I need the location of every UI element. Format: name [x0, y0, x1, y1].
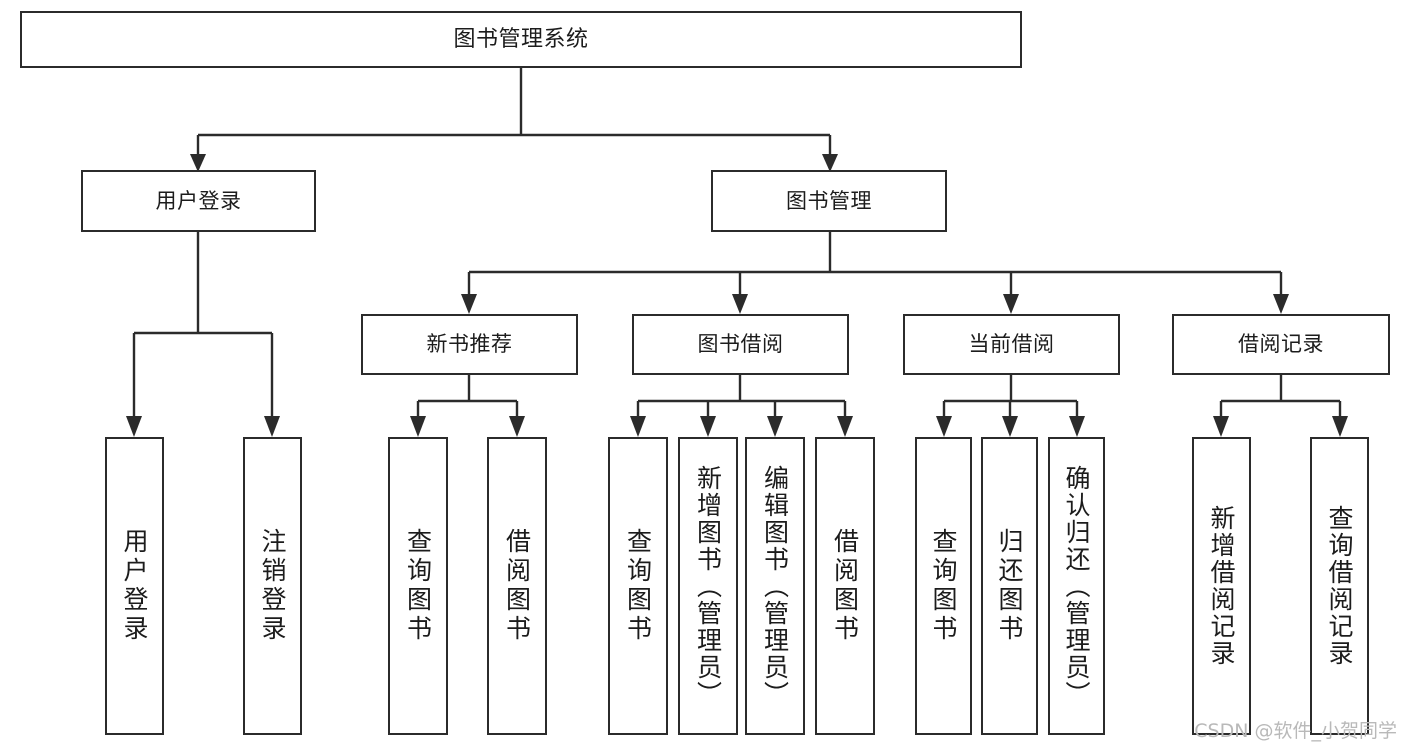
arrow-head-br-add-record [1213, 416, 1229, 437]
leaf-user-login-logout[interactable]: 注销登录 [243, 437, 302, 735]
leaf-book-borrow-query-book[interactable]: 查询图书 [608, 437, 668, 735]
leaf-current-borrow-return-book[interactable]: 归还图书 [981, 437, 1038, 735]
node-label: 查询图书 [403, 528, 433, 644]
node-book-management[interactable]: 图书管理 [711, 170, 947, 232]
arrow-head-cb-confirm-return [1069, 416, 1085, 437]
arrow-head-bb-borrow-book [837, 416, 853, 437]
node-borrow-record[interactable]: 借阅记录 [1172, 314, 1390, 375]
arrow-head-book-borrow [732, 294, 748, 314]
node-label: 图书借阅 [697, 332, 784, 357]
node-label: 新书推荐 [426, 332, 513, 357]
node-label: 查询借阅记录 [1325, 505, 1354, 667]
node-label: 新增图书（管理员） [693, 464, 723, 708]
node-label: 确认归还（管理员） [1062, 464, 1091, 708]
node-root-system[interactable]: 图书管理系统 [20, 11, 1022, 68]
node-label: 图书管理 [786, 188, 872, 213]
arrow-head-leaf-user-login [126, 416, 142, 437]
leaf-borrow-record-query-record[interactable]: 查询借阅记录 [1310, 437, 1369, 735]
leaf-current-borrow-query-book[interactable]: 查询图书 [915, 437, 972, 735]
node-label: 查询图书 [623, 528, 653, 644]
node-new-book-recommend[interactable]: 新书推荐 [361, 314, 578, 375]
leaf-book-borrow-add-book[interactable]: 新增图书（管理员） [678, 437, 738, 735]
leaf-book-borrow-edit-book[interactable]: 编辑图书（管理员） [745, 437, 805, 735]
node-label: 新增借阅记录 [1207, 505, 1236, 667]
leaf-borrow-record-add-record[interactable]: 新增借阅记录 [1192, 437, 1251, 735]
node-label: 用户登录 [155, 188, 242, 213]
arrow-head-cb-query-book [936, 416, 952, 437]
node-label: 归还图书 [995, 528, 1024, 644]
node-label: 借阅图书 [502, 528, 532, 644]
arrow-head-leaf-logout [264, 416, 280, 437]
arrow-head-current-borrow [1003, 294, 1019, 314]
arrow-head-bb-add-book [700, 416, 716, 437]
leaf-new-book-borrow-book[interactable]: 借阅图书 [487, 437, 547, 735]
leaf-book-borrow-borrow-book[interactable]: 借阅图书 [815, 437, 875, 735]
node-label: 图书管理系统 [453, 26, 589, 52]
node-user-login[interactable]: 用户登录 [81, 170, 316, 232]
arrow-head-nb-query-book [410, 416, 426, 437]
node-label: 编辑图书（管理员） [760, 464, 790, 708]
csdn-watermark: CSDN @软件_小贺同学 [1194, 720, 1397, 742]
leaf-new-book-query-book[interactable]: 查询图书 [388, 437, 448, 735]
arrow-head-new-book-recommend [461, 294, 477, 314]
arrow-head-bb-query-book [630, 416, 646, 437]
arrow-head-nb-borrow-book [509, 416, 525, 437]
arrow-head-cb-return-book [1002, 416, 1018, 437]
node-current-borrow[interactable]: 当前借阅 [903, 314, 1120, 375]
node-label: 借阅记录 [1238, 332, 1324, 357]
arrow-head-borrow-record [1273, 294, 1289, 314]
node-label: 注销登录 [258, 528, 287, 644]
node-label: 查询图书 [929, 528, 958, 644]
leaf-user-login-login[interactable]: 用户登录 [105, 437, 164, 735]
leaf-current-borrow-confirm-return[interactable]: 确认归还（管理员） [1048, 437, 1105, 735]
node-label: 当前借阅 [968, 332, 1055, 357]
arrow-head-bb-edit-book [767, 416, 783, 437]
arrow-head-br-query-record [1332, 416, 1348, 437]
node-book-borrow[interactable]: 图书借阅 [632, 314, 849, 375]
node-label: 借阅图书 [830, 528, 860, 644]
node-label: 用户登录 [120, 528, 149, 644]
